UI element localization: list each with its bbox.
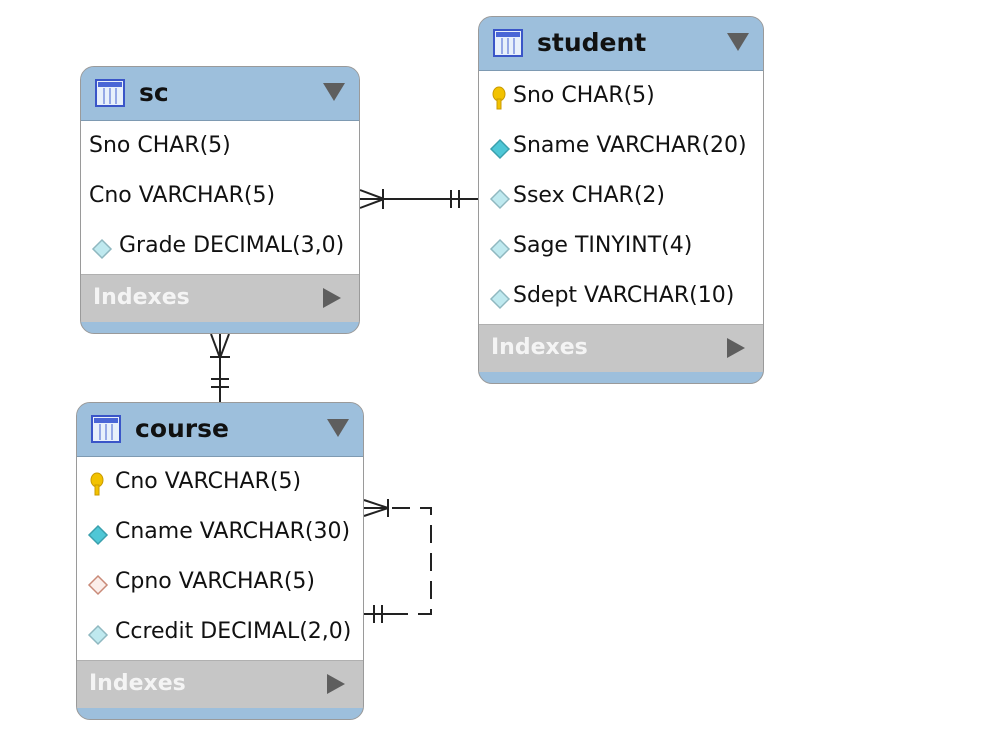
column-label: Cpno VARCHAR(5) [115,569,316,594]
table-header[interactable]: course [77,403,363,457]
table-student[interactable]: student Sno CHAR(5) Sname VARCHAR(20) [478,16,764,384]
column-row[interactable]: Sname VARCHAR(20) [479,124,763,174]
indexes-section[interactable]: Indexes [77,660,363,708]
table-header[interactable]: student [479,17,763,71]
table-title: sc [139,78,169,107]
table-title: course [135,414,229,443]
expand-arrow-icon[interactable] [727,338,745,358]
not-null-diamond-icon [489,134,511,160]
expand-arrow-icon[interactable] [323,288,341,308]
relationship-sc-course[interactable] [210,333,230,402]
column-label: Grade DECIMAL(3,0) [119,233,345,258]
column-label: Sage TINYINT(4) [513,233,693,258]
indexes-section[interactable]: Indexes [81,274,359,322]
indexes-label: Indexes [93,285,190,310]
primary-key-icon [489,84,511,110]
table-icon [95,79,125,107]
column-label: Ssex CHAR(2) [513,183,665,208]
primary-key-icon [87,470,109,496]
table-title: student [537,28,647,57]
column-label: Cno VARCHAR(5) [115,469,302,494]
column-row[interactable]: Grade DECIMAL(3,0) [81,224,359,274]
nullable-diamond-icon [489,184,511,210]
nullable-diamond-icon [489,234,511,260]
table-sc[interactable]: sc Sno CHAR(5) Cno VARCHAR(5) Grade DECI… [80,66,360,334]
column-list: Sno CHAR(5) Cno VARCHAR(5) Grade DECIMAL… [81,121,359,274]
collapse-triangle-icon[interactable] [327,419,349,437]
nullable-diamond-icon [87,620,109,646]
column-row[interactable]: Sdept VARCHAR(10) [479,274,763,324]
column-row[interactable]: Sno CHAR(5) [479,74,763,124]
expand-arrow-icon[interactable] [327,674,345,694]
column-label: Cno VARCHAR(5) [89,183,276,208]
nullable-diamond-icon [489,284,511,310]
collapse-triangle-icon[interactable] [727,33,749,51]
column-label: Sname VARCHAR(20) [513,133,747,158]
not-null-diamond-icon [87,520,109,546]
indexes-label: Indexes [89,671,186,696]
table-course[interactable]: course Cno VARCHAR(5) Cname VARCHAR(30) [76,402,364,720]
column-row[interactable]: Cno VARCHAR(5) [81,174,359,224]
indexes-label: Indexes [491,335,588,360]
column-label: Cname VARCHAR(30) [115,519,351,544]
column-row[interactable]: Cname VARCHAR(30) [77,510,363,560]
collapse-triangle-icon[interactable] [323,83,345,101]
column-list: Sno CHAR(5) Sname VARCHAR(20) Ssex CHAR(… [479,71,763,324]
column-label: Ccredit DECIMAL(2,0) [115,619,352,644]
column-row[interactable]: Cno VARCHAR(5) [77,460,363,510]
column-row[interactable]: Cpno VARCHAR(5) [77,560,363,610]
indexes-section[interactable]: Indexes [479,324,763,372]
column-label: Sno CHAR(5) [89,133,231,158]
relationship-course-self[interactable] [363,499,432,623]
table-header[interactable]: sc [81,67,359,121]
column-row[interactable]: Ssex CHAR(2) [479,174,763,224]
foreign-key-diamond-icon [87,570,109,596]
column-row[interactable]: Sno CHAR(5) [81,124,359,174]
table-icon [493,29,523,57]
column-label: Sdept VARCHAR(10) [513,283,735,308]
nullable-diamond-icon [91,234,113,260]
column-row[interactable]: Sage TINYINT(4) [479,224,763,274]
relationship-sc-student[interactable] [359,189,478,209]
column-list: Cno VARCHAR(5) Cname VARCHAR(30) Cpno VA… [77,457,363,660]
column-row[interactable]: Ccredit DECIMAL(2,0) [77,610,363,660]
column-label: Sno CHAR(5) [513,83,655,108]
table-icon [91,415,121,443]
